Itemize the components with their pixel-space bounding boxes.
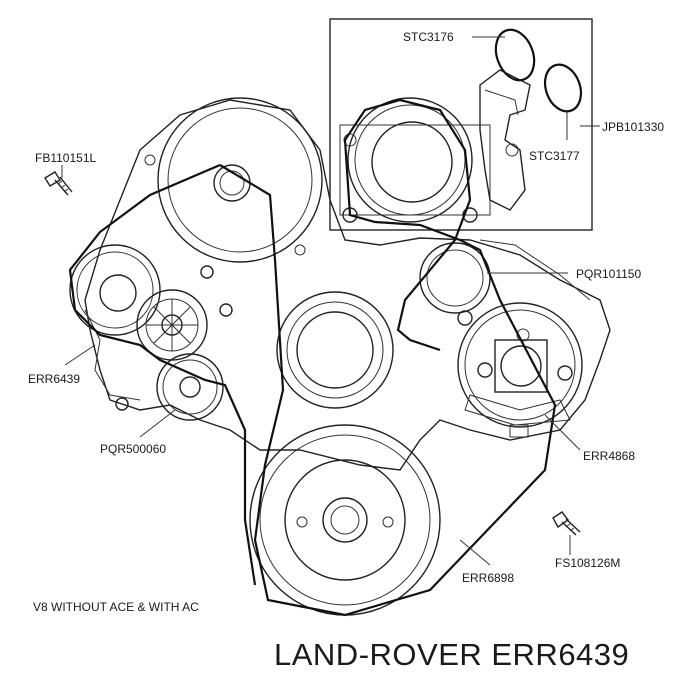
idler-pulley-lower xyxy=(156,353,224,421)
o-ring-stc3176 xyxy=(494,28,536,82)
bolt-hole xyxy=(219,303,233,317)
part-title: LAND-ROVER ERR6439 xyxy=(274,637,630,672)
leader-lines xyxy=(61,36,600,566)
bolt-fs108126m xyxy=(552,511,581,536)
belt-tensioner xyxy=(457,302,583,438)
label-stc3177: STC3177 xyxy=(529,149,580,163)
bolt-fb110151l xyxy=(44,171,73,196)
thermostat-housing xyxy=(479,69,531,211)
bolt-hole xyxy=(144,154,156,166)
label-fb110151l: FB110151L xyxy=(35,151,97,165)
bolt-hole xyxy=(294,244,306,256)
label-pqr500060: PQR500060 xyxy=(100,442,167,456)
label-err6439: ERR6439 xyxy=(28,372,81,386)
label-fs108126m: FS108126M xyxy=(555,556,621,570)
bolt-hole xyxy=(457,310,473,326)
label-err6898: ERR6898 xyxy=(462,571,515,585)
label-stc3176: STC3176 xyxy=(403,30,454,44)
inset-frame xyxy=(329,18,593,231)
bolt-hole xyxy=(200,265,214,279)
o-ring-stc3177 xyxy=(543,63,583,113)
front-cover-outline xyxy=(84,99,611,471)
label-err4868: ERR4868 xyxy=(583,449,636,463)
serpentine-belt xyxy=(68,98,557,617)
ac-compressor xyxy=(339,97,491,223)
diagram-caption: V8 WITHOUT ACE & WITH AC xyxy=(33,600,199,614)
label-pqr101150: PQR101150 xyxy=(576,267,642,281)
water-pump-pulley xyxy=(276,291,394,409)
label-jpb101330: JPB101330 xyxy=(602,120,665,134)
idler-pulley-upper xyxy=(419,239,591,314)
